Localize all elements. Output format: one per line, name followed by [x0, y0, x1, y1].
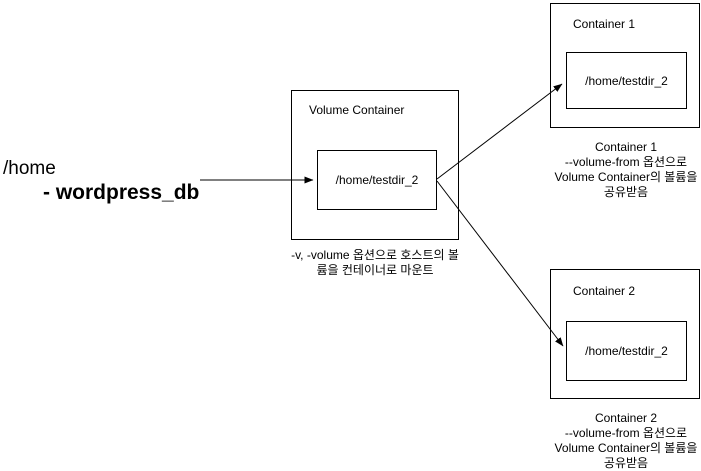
container-1-caption-line-3: Volume Container의 볼륨을: [554, 170, 698, 184]
volume-container-caption-line-1: -v, -volume 옵션으로 호스트의 볼: [291, 248, 459, 262]
container-2-caption-line-1: Container 2: [594, 411, 658, 425]
container-2-caption-line-3: Volume Container의 볼륨을: [554, 441, 698, 455]
host-volume-name-text: - wordpress_db: [43, 181, 200, 204]
container-1-mount-path: /home/testdir_2: [585, 73, 668, 88]
container-2-mount-box: /home/testdir_2: [566, 321, 687, 381]
host-volume-label: /home - wordpress_db: [3, 157, 199, 205]
container-1-caption-line-4: 공유받음: [603, 185, 649, 199]
volume-container-mount-box: /home/testdir_2: [317, 150, 437, 210]
volume-container-mount-path: /home/testdir_2: [335, 173, 419, 187]
host-path-text: /home: [3, 158, 56, 179]
volume-container-caption: -v, -volume 옵션으로 호스트의 볼 륨을 컨테이너로 마운트: [280, 248, 470, 278]
container-2-title: Container 2: [573, 284, 636, 298]
volume-container-title: Volume Container: [309, 103, 405, 117]
container-1-caption-line-1: Container 1: [594, 140, 658, 154]
container-2-caption: Container 2 --volume-from 옵션으로 Volume Co…: [541, 411, 701, 471]
container-1-title: Container 1: [573, 17, 636, 31]
container-1-caption-line-2: --volume-from 옵션으로: [564, 155, 688, 169]
container-1-caption: Container 1 --volume-from 옵션으로 Volume Co…: [541, 140, 701, 200]
container-2-caption-line-2: --volume-from 옵션으로: [564, 426, 688, 440]
container-2-caption-line-4: 공유받음: [603, 456, 649, 470]
volume-container-caption-line-2: 륨을 컨테이너로 마운트: [316, 263, 434, 277]
container-1-mount-box: /home/testdir_2: [566, 52, 687, 109]
volume-container-box: Volume Container /home/testdir_2: [291, 90, 459, 240]
container-2-box: Container 2 /home/testdir_2: [550, 269, 700, 399]
container-1-box: Container 1 /home/testdir_2: [550, 3, 700, 128]
container-2-mount-path: /home/testdir_2: [585, 344, 668, 358]
